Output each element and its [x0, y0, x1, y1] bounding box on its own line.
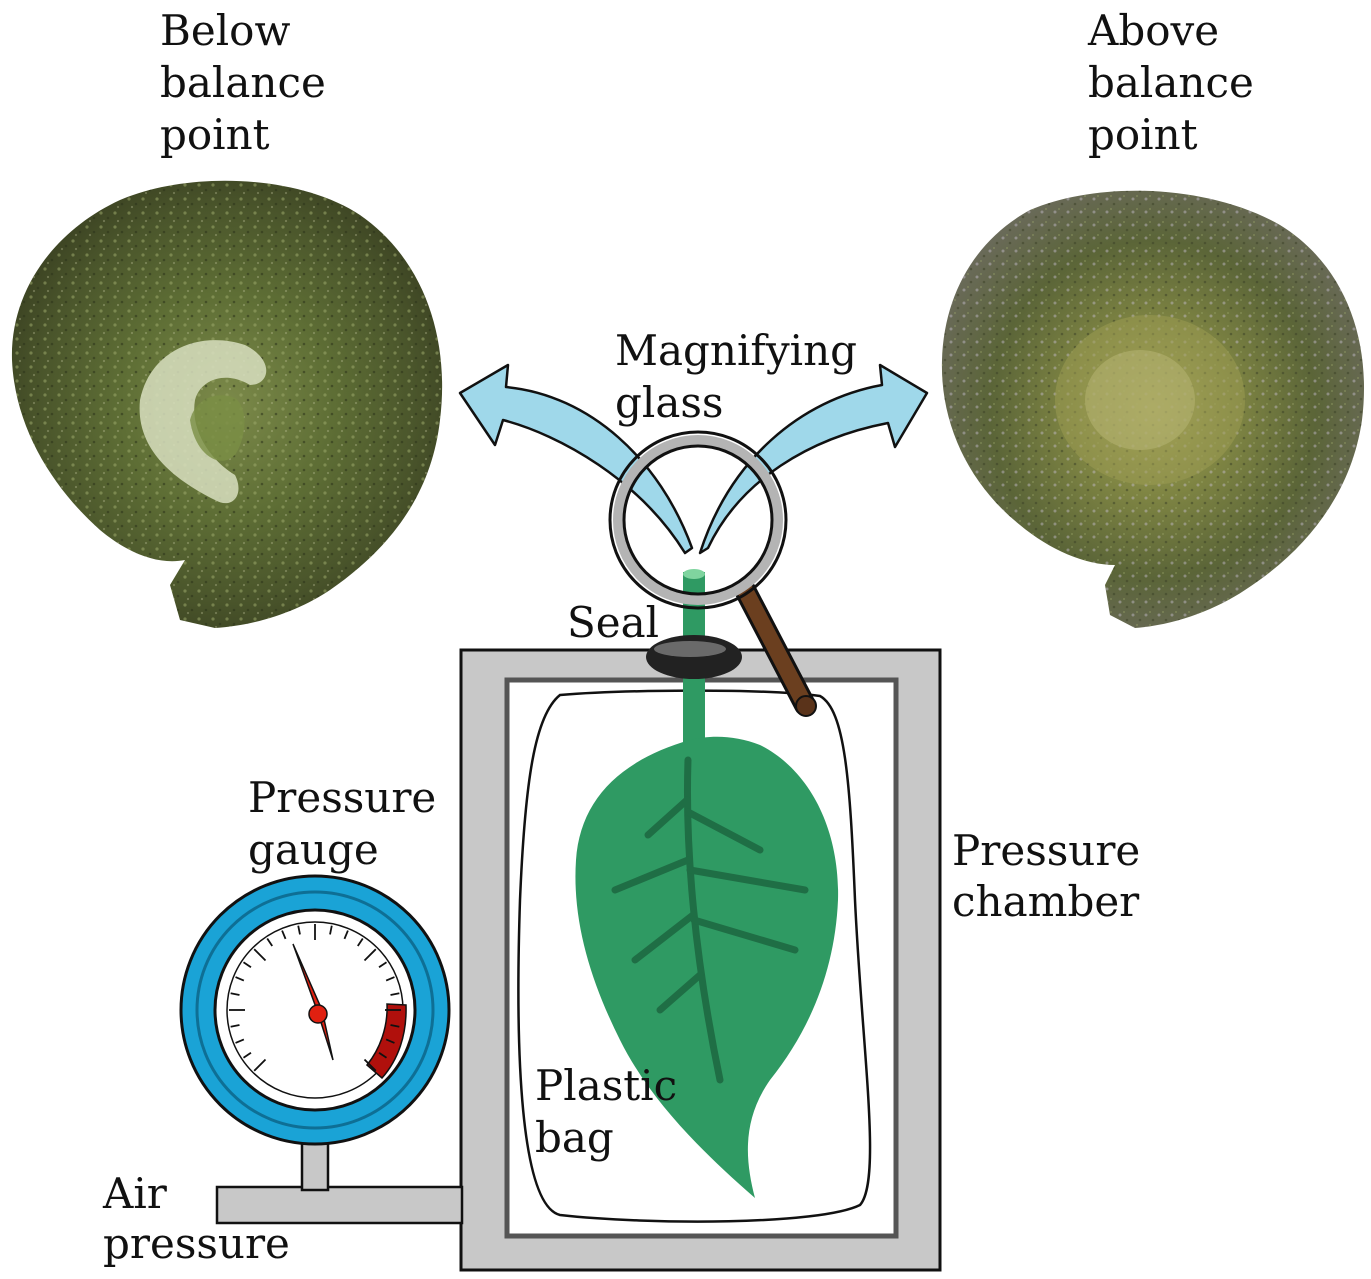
- bag-line-2: bag: [535, 1113, 614, 1162]
- left-stem-cross-section: [12, 181, 442, 628]
- chamber-line-2: chamber: [952, 877, 1140, 926]
- gauge-line-1: Pressure: [248, 773, 436, 822]
- bag-line-1: Plastic: [535, 1061, 677, 1110]
- label-seal: Seal: [567, 598, 659, 647]
- below-line-2: balance: [160, 58, 326, 107]
- label-below-balance-point: Below balance point: [160, 6, 326, 159]
- above-line-3: point: [1088, 110, 1198, 159]
- label-above-balance-point: Above balance point: [1087, 6, 1254, 159]
- below-line-1: Below: [160, 6, 290, 55]
- above-line-2: balance: [1088, 58, 1254, 107]
- arrow-to-right-section: [700, 365, 927, 553]
- label-air-pressure: Air pressure: [102, 1169, 290, 1268]
- below-line-3: point: [160, 110, 270, 159]
- pressure-gauge-icon: [181, 876, 462, 1223]
- label-pressure-gauge: Pressure gauge: [248, 773, 436, 874]
- air-line-1: Air: [102, 1169, 168, 1218]
- magnifier-line-1: Magnifying: [615, 326, 857, 375]
- right-stem-cross-section: [942, 191, 1364, 628]
- air-line-2: pressure: [103, 1219, 290, 1268]
- label-pressure-chamber: Pressure chamber: [952, 826, 1140, 926]
- above-line-1: Above: [1087, 6, 1219, 55]
- seal: [646, 635, 742, 679]
- magnifier-line-2: glass: [615, 378, 723, 427]
- gauge-line-2: gauge: [248, 825, 379, 874]
- chamber-line-1: Pressure: [952, 826, 1140, 875]
